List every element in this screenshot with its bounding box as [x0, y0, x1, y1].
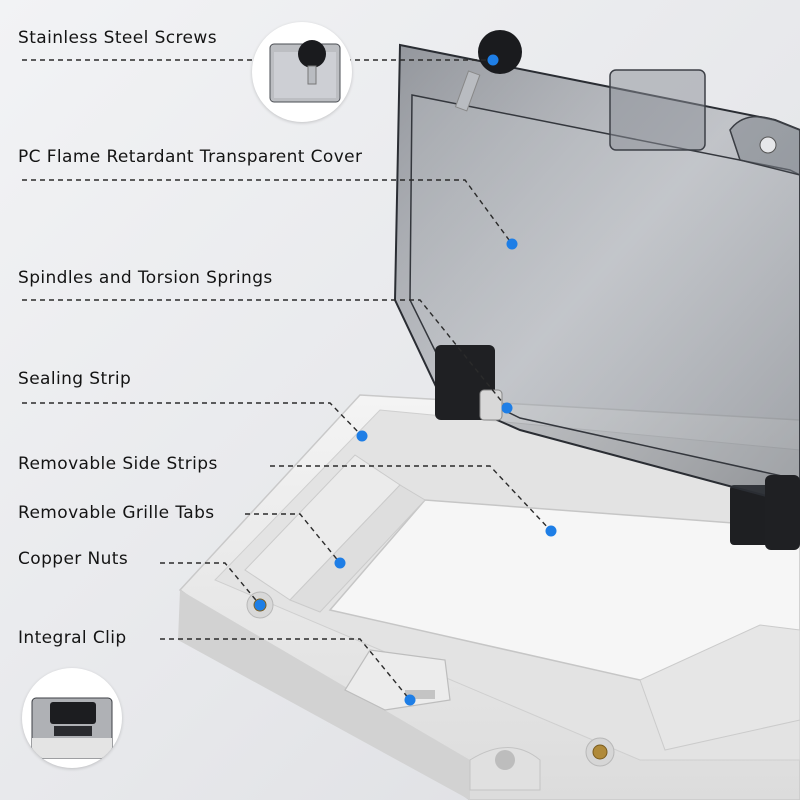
label-pc-cover: PC Flame Retardant Transparent Cover [18, 147, 363, 167]
label-spindles-springs: Spindles and Torsion Springs [18, 268, 273, 288]
clip-latch-icon [50, 702, 96, 724]
leader-clip [160, 638, 411, 701]
clip-detail-inset [22, 668, 122, 768]
screw-detail-inset [252, 22, 352, 122]
marker-clip [404, 694, 416, 706]
label-copper-nuts: Copper Nuts [18, 549, 129, 569]
marker-copper [254, 599, 266, 611]
label-removable-side-strips: Removable Side Strips [18, 454, 218, 474]
leader-lines [22, 59, 552, 701]
label-removable-grille-tabs: Removable Grille Tabs [18, 503, 215, 523]
marker-grille [334, 557, 346, 569]
screw-knob-icon [298, 40, 326, 68]
leader-sealing [22, 402, 363, 437]
marker-screws [487, 54, 499, 66]
leader-copper [160, 562, 261, 606]
transparent-cover [393, 30, 800, 550]
marker-sealing [356, 430, 368, 442]
leader-grille [245, 513, 341, 564]
markers [254, 54, 557, 706]
leader-cover [22, 179, 513, 245]
label-integral-clip: Integral Clip [18, 628, 127, 648]
base-frame [178, 394, 800, 800]
leader-side-strips [270, 465, 552, 532]
label-stainless-steel-screws: Stainless Steel Screws [18, 28, 217, 48]
label-sealing-strip: Sealing Strip [18, 369, 132, 389]
marker-cover [506, 238, 518, 250]
marker-side-strips [545, 525, 557, 537]
marker-spindles [501, 402, 513, 414]
leader-spindles [22, 299, 508, 409]
